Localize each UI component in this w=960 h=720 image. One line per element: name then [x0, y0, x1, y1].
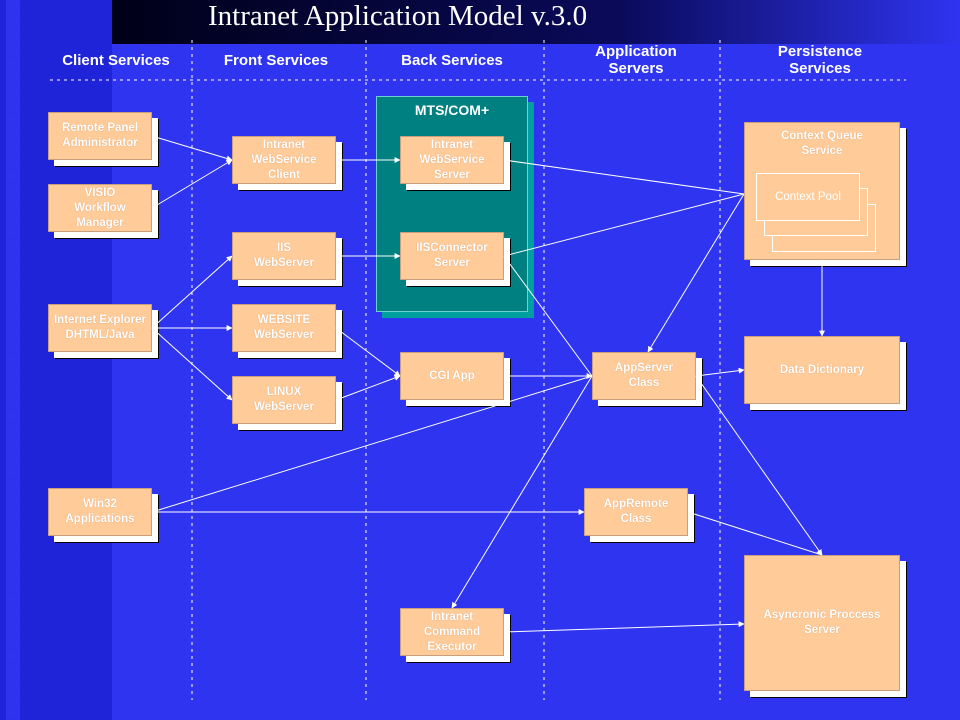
iisconnector-server[interactable]: IISConnector Server [400, 232, 504, 280]
asyncronic-proccess-server[interactable]: Asyncronic Proccess Server [744, 555, 900, 691]
column-header-front: Front Services [223, 52, 329, 69]
page-title: Intranet Application Model v.3.0 [208, 0, 588, 32]
column-header-client: Client Services [62, 52, 170, 69]
column-header-back: Back Services [401, 52, 503, 69]
column-header-persist: Persistence Services [777, 43, 863, 77]
intranet-command-executor[interactable]: Intranet Command Executor [400, 608, 504, 656]
remote-panel-administrator[interactable]: Remote Panel Administrator [48, 112, 152, 160]
win32-applications[interactable]: Win32 Applications [48, 488, 152, 536]
intranet-webservice-server[interactable]: Intranet WebService Server [400, 136, 504, 184]
website-webserver[interactable]: WEBSITE WebServer [232, 304, 336, 352]
internet-explorer-dhtml-java[interactable]: Internet Explorer DHTML/Java [48, 304, 152, 352]
context-pool[interactable]: Context Pool [756, 173, 860, 221]
appserver-class[interactable]: AppServer Class [592, 352, 696, 400]
iis-webserver[interactable]: IIS WebServer [232, 232, 336, 280]
decorative-squares [6, 0, 26, 720]
title-bar [112, 0, 960, 44]
linux-webserver[interactable]: LINUX WebServer [232, 376, 336, 424]
column-header-app: Application Servers [595, 43, 677, 77]
visio-workflow-manager[interactable]: VISIO Workflow Manager [48, 184, 152, 232]
mts-com-label: MTS/COM+ [414, 102, 490, 118]
